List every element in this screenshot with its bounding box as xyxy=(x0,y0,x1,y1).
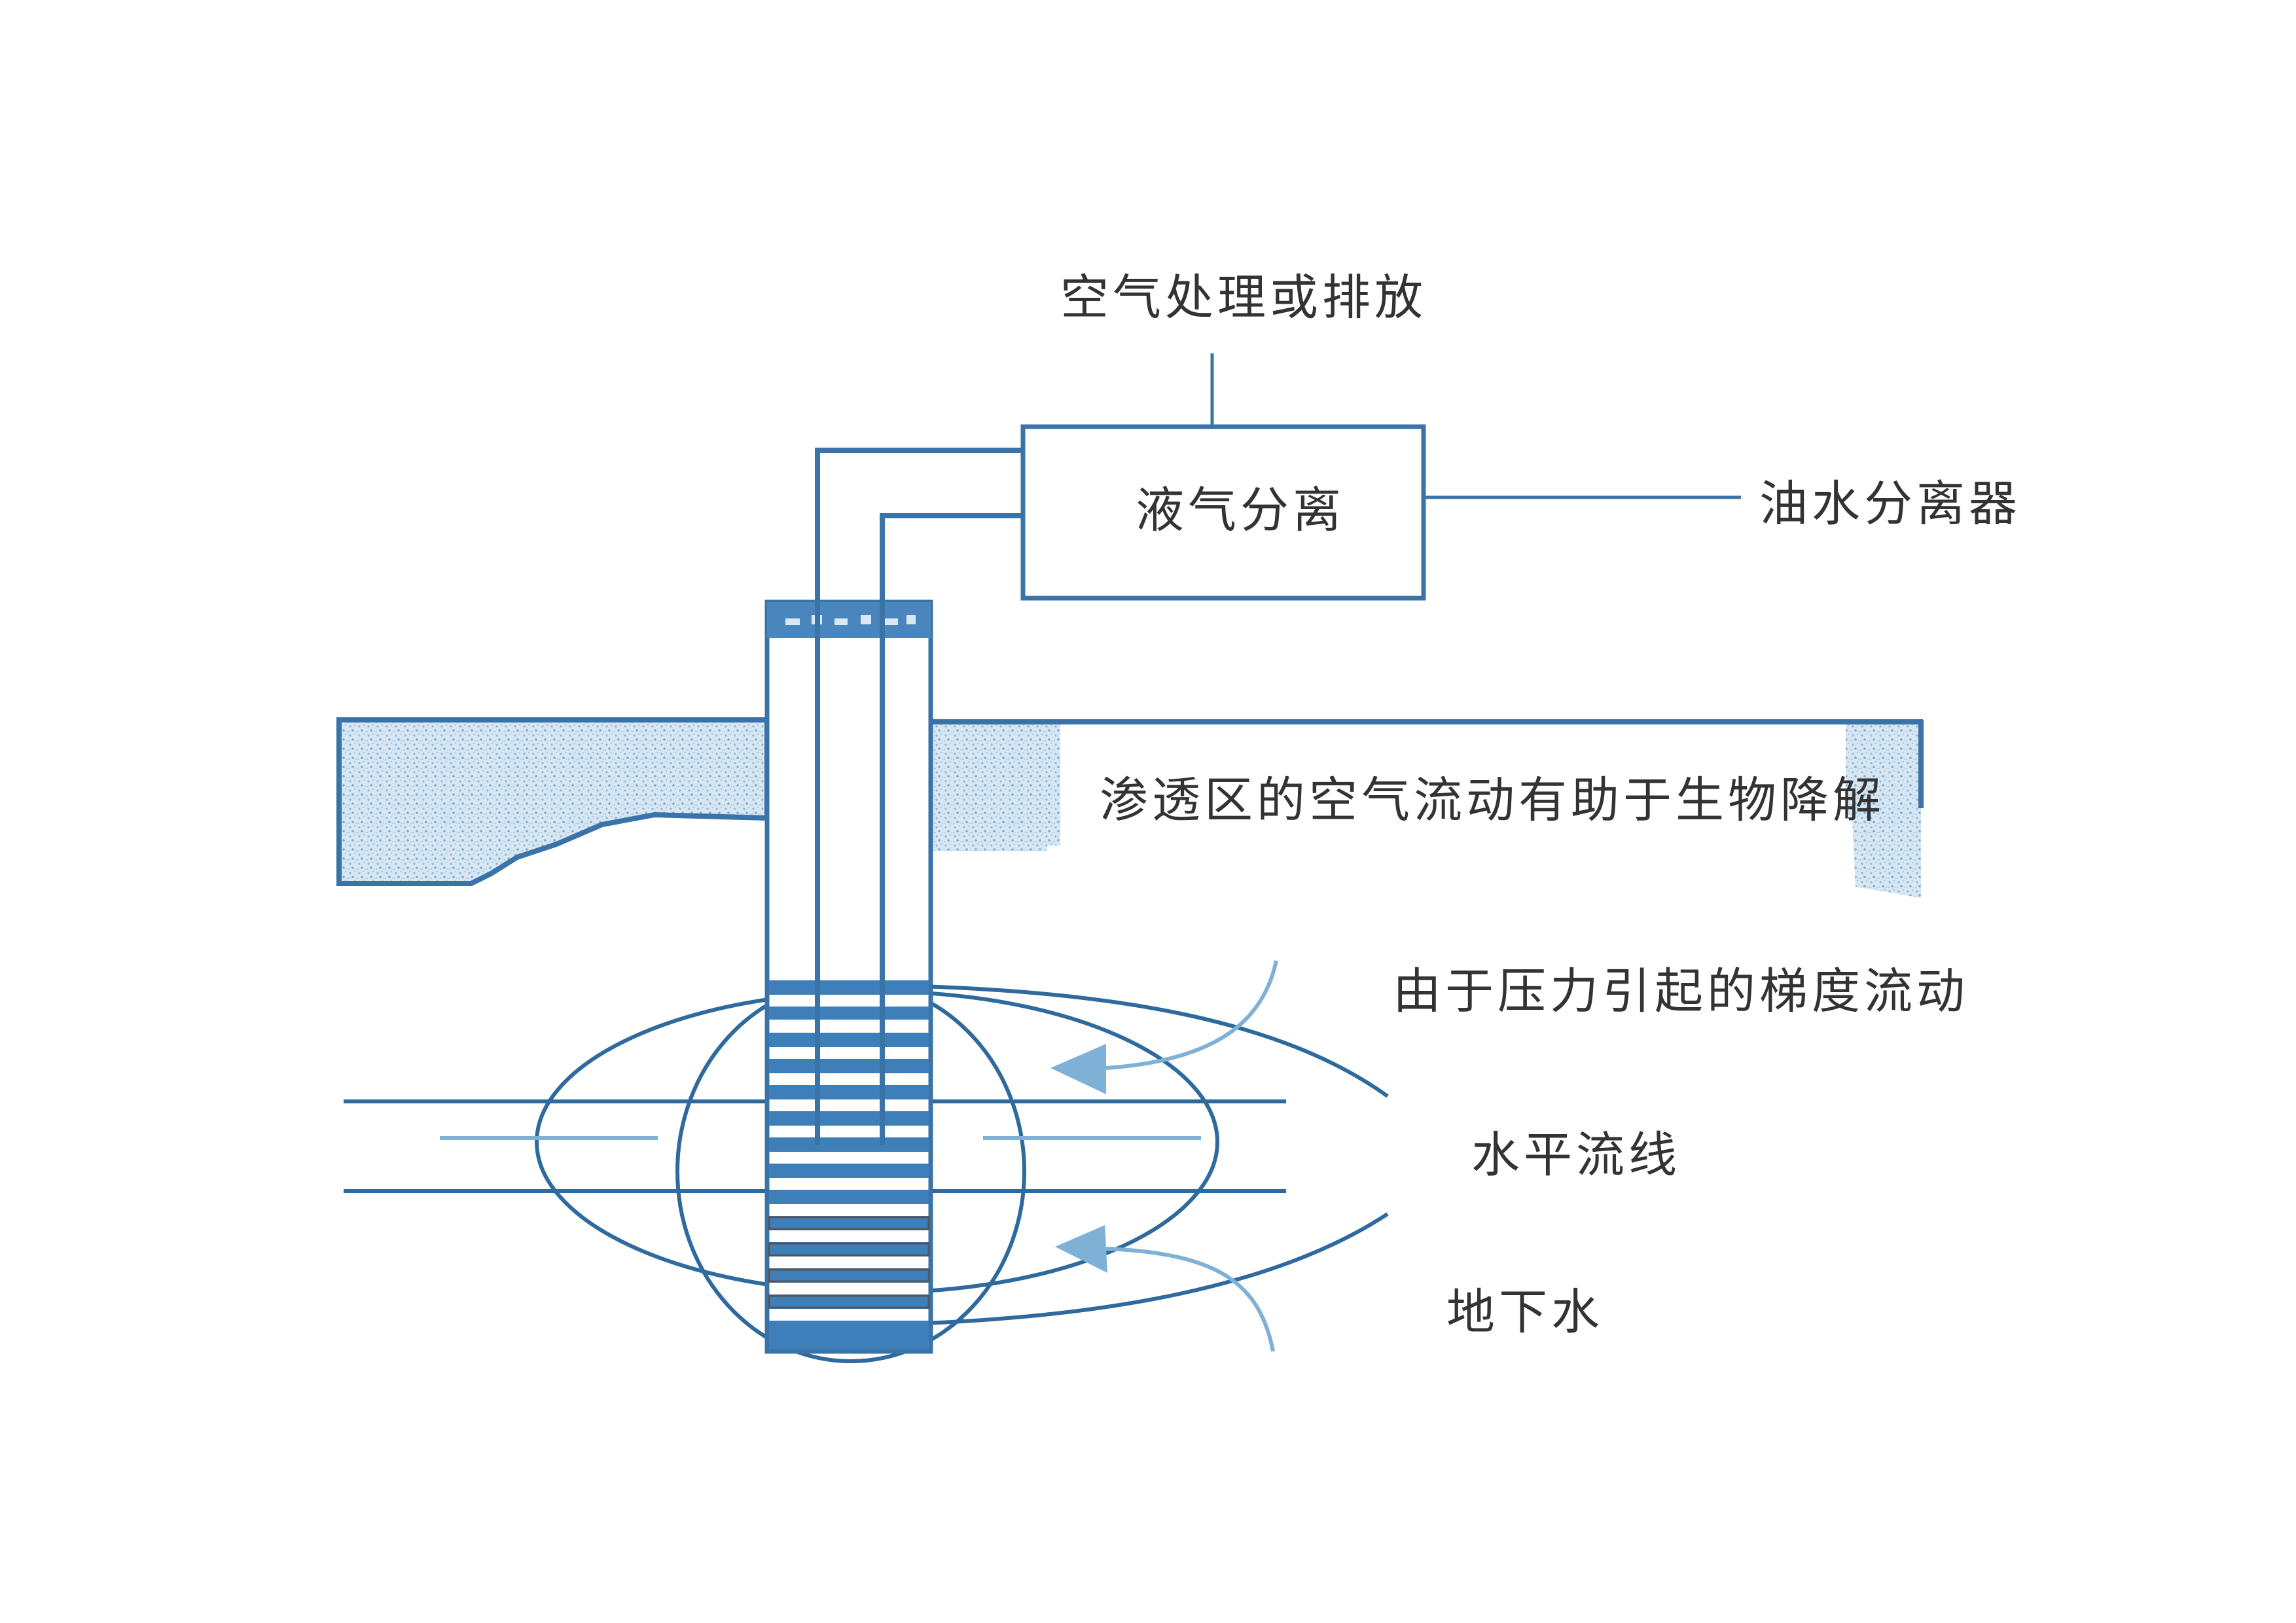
inner-extraction-pipe xyxy=(880,513,1023,1145)
pressure-flow-label: 由于压力引起的梯度流动 xyxy=(1393,963,1969,1020)
vadose-flow-label: 渗透区的空气流动有助于生物降解 xyxy=(1100,772,1885,829)
pressure-flow-arrow xyxy=(1105,960,1278,1070)
soil-middle xyxy=(931,720,1060,851)
labels: 空气处理或排放 油水分离器 渗透区的空气流动有助于生物降解 由于压力引起的梯度流… xyxy=(1060,270,2021,1340)
soil-left xyxy=(336,717,770,886)
well-screen-slots xyxy=(769,980,929,1349)
separator-unit: 液气分离 xyxy=(1020,353,1741,601)
air-treatment-label: 空气处理或排放 xyxy=(1060,270,1427,326)
separator-box xyxy=(1020,424,1426,601)
groundwater-label: 地下水 xyxy=(1446,1284,1604,1340)
vadose-zone xyxy=(336,717,1924,898)
pressure-flow-arrowhead xyxy=(1050,1044,1106,1094)
extraction-pipes xyxy=(815,448,1023,1145)
oil-water-separator-label: 油水分离器 xyxy=(1759,476,2021,532)
groundwater-flow-arrow xyxy=(1105,1247,1275,1352)
well-screen-outlines xyxy=(768,1216,930,1309)
groundwater-flow-arrowhead xyxy=(1055,1225,1107,1273)
well xyxy=(764,599,933,1354)
soil-right xyxy=(1846,720,1921,898)
separator-label: 液气分离 xyxy=(1136,482,1345,539)
well-casing xyxy=(764,599,933,1354)
outer-extraction-pipe xyxy=(815,448,1023,1145)
horizontal-flow-label: 水平流线 xyxy=(1471,1127,1681,1183)
flow-arrows xyxy=(1050,960,1278,1352)
right-flow-envelope xyxy=(850,983,1389,1327)
